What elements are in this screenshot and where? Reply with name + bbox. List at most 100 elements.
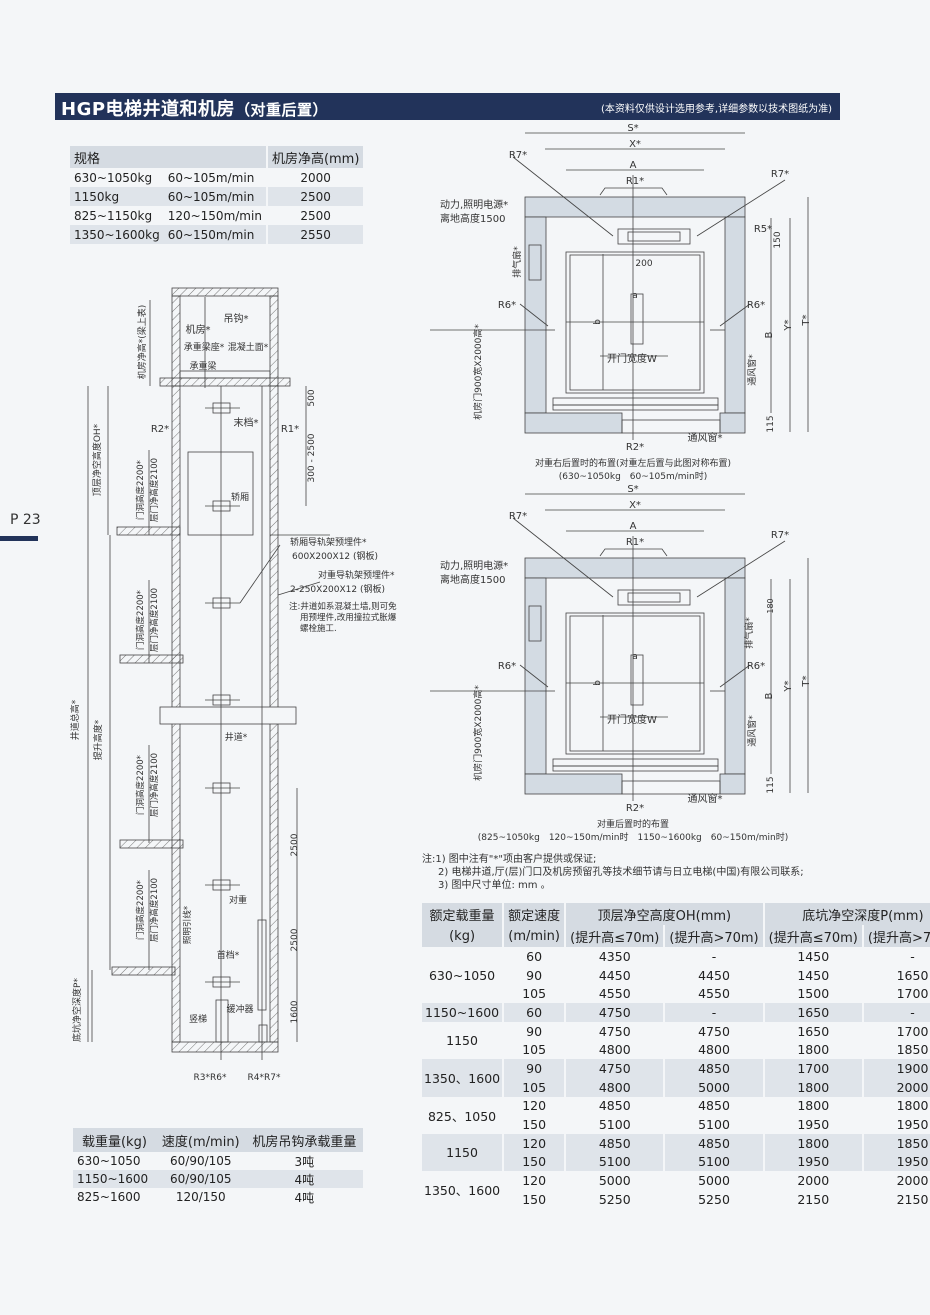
load-cell: 1150~1600 — [422, 1003, 505, 1022]
note-1: 注:1) 图中注有"*"项由客户提供或保证; — [422, 854, 597, 865]
bearing-beam — [179, 370, 271, 379]
r7-label: R7* — [771, 169, 789, 180]
pit-gt70-cell: 2150 — [862, 1189, 930, 1209]
height: 2550 — [265, 225, 364, 244]
speed: 60~150m/min — [163, 225, 267, 244]
shaft-total-height-label: 井道总高* — [69, 699, 81, 740]
hook-load: 4吨 — [294, 1190, 315, 1205]
bearing-beam-label: 承重梁 — [189, 360, 216, 372]
speed-cell: 150 — [503, 1189, 567, 1209]
oh-le70-cell: 4550 — [565, 984, 666, 1004]
dim-a-label: a — [632, 652, 638, 662]
first-stop-label: 首档* — [217, 949, 240, 961]
leader — [696, 540, 786, 598]
leader — [239, 544, 281, 604]
oh-le70-cell: 4350 — [565, 947, 666, 966]
pit-le70-cell: 1950 — [763, 1115, 864, 1134]
dim-S-label: S* — [627, 484, 638, 495]
landing-slab — [119, 654, 184, 664]
load-cell: 1350、1600 — [422, 1171, 505, 1209]
pit-gt70-cell: 1800 — [862, 1096, 930, 1116]
leader — [512, 156, 614, 237]
leader — [719, 303, 751, 327]
load: 1350~1600kg — [70, 225, 164, 244]
counterweight-box — [617, 228, 691, 245]
dim-180: 180 — [766, 598, 775, 613]
header-speed: 额定速度 — [503, 903, 567, 925]
hook-load: 3吨 — [294, 1154, 315, 1169]
last-stop-label: 末档* — [234, 416, 259, 429]
oh-le70-cell: 4800 — [565, 1077, 666, 1097]
machine-room-door-label: 机房门900宽X2000高* — [472, 324, 484, 420]
wall-bottom-right — [719, 773, 746, 795]
machine-room-label: 机房* — [186, 323, 211, 336]
r1-label: R1* — [281, 424, 299, 435]
r4-r7-label: R4*R7* — [248, 1073, 281, 1083]
door-opening-height-label: 门洞高度2200* — [135, 755, 146, 815]
machine-room-wall-right — [269, 295, 279, 387]
dim-115: 115 — [766, 415, 776, 432]
power-height-label: 离地高度1500 — [440, 573, 505, 586]
height: 2500 — [265, 187, 364, 206]
speed: 60~105m/min — [163, 187, 267, 206]
machine-room-plan-right-rear: S*X*AR1*R7*R7*动力,照明电源*离地高度1500abR6*R6*BY… — [430, 123, 812, 482]
section-note-line: 注:井道如系混凝土墙,则可免 — [289, 601, 397, 612]
header-load: 载重量(kg) — [73, 1128, 156, 1152]
speed-cell: 60 — [503, 1003, 567, 1022]
plan-caption: 对重右后置时的布置(对重左后置与此图对称布置) — [535, 457, 731, 469]
car-rail-embed-label: 轿厢导轨架预埋件* — [290, 536, 367, 548]
counterweight-label: 对重 — [229, 894, 247, 906]
wall-bottom-right — [719, 412, 746, 434]
landing-door-height-label: 层门净高度2100 — [149, 753, 160, 817]
landing-slab — [116, 526, 181, 536]
r7-label: R7* — [509, 511, 527, 522]
speed: 60/90/105 — [170, 1154, 232, 1168]
oh-le70-cell: 4750 — [565, 1003, 666, 1022]
oh-le70-cell: 4450 — [565, 965, 666, 985]
oh-le70-cell: 4800 — [565, 1040, 666, 1060]
speed-cell: 105 — [503, 1077, 567, 1097]
dim-B-label: B — [764, 331, 775, 338]
page-title: HGP电梯井道和机房（对重后置） — [61, 95, 328, 121]
pit-gt70-cell: - — [862, 1003, 930, 1022]
dim-a-label: a — [632, 291, 638, 301]
r1-label: R1* — [626, 176, 644, 187]
oh-le70-cell: 4850 — [565, 1133, 666, 1153]
pit-le70-cell: 1450 — [763, 965, 864, 985]
load-cell: 825、1050 — [422, 1096, 505, 1134]
dim-b-label: b — [593, 319, 603, 325]
header-oh-le70: (提升高≤70m) — [565, 925, 666, 947]
notes: 注:1) 图中注有"*"项由客户提供或保证; 2) 电梯井道,厅(层)门口及机房… — [422, 853, 804, 892]
pit-le70-cell: 1700 — [763, 1059, 864, 1078]
table-header-row: (kg) (m/min) (提升高≤70m) (提升高>70m) (提升高≤70… — [422, 925, 930, 947]
speed-cell: 60 — [503, 947, 567, 966]
pit-le70-cell: 2000 — [763, 1171, 864, 1190]
dim-2500: 2500 — [290, 928, 300, 951]
vent-window-label: 通风窗* — [688, 431, 723, 444]
load-cell: 1350、1600 — [422, 1059, 505, 1097]
plan-caption: (825~1050kg 120~150m/min时 1150~1600kg 60… — [478, 831, 788, 843]
load-cell: 630~1050 — [422, 947, 505, 1004]
page-number-bar — [0, 536, 38, 541]
cwt-rail-plate-label: 2-250X200X12 (钢板) — [290, 583, 385, 595]
oh-gt70-cell: 5000 — [664, 1077, 765, 1097]
pit-le70-cell: 1950 — [763, 1152, 864, 1172]
leader — [519, 664, 549, 688]
r6-label: R6* — [498, 661, 516, 672]
header-hook-load: 机房吊钩承载重量 — [245, 1128, 363, 1152]
travel-height-label: 提升高度* — [92, 719, 104, 760]
page-header: HGP电梯井道和机房（对重后置） (本资料仅供设计选用参考,详细参数以技术图纸为… — [55, 93, 840, 120]
oh-gt70-cell: 4850 — [664, 1133, 765, 1153]
power-height-label: 离地高度1500 — [440, 212, 505, 225]
